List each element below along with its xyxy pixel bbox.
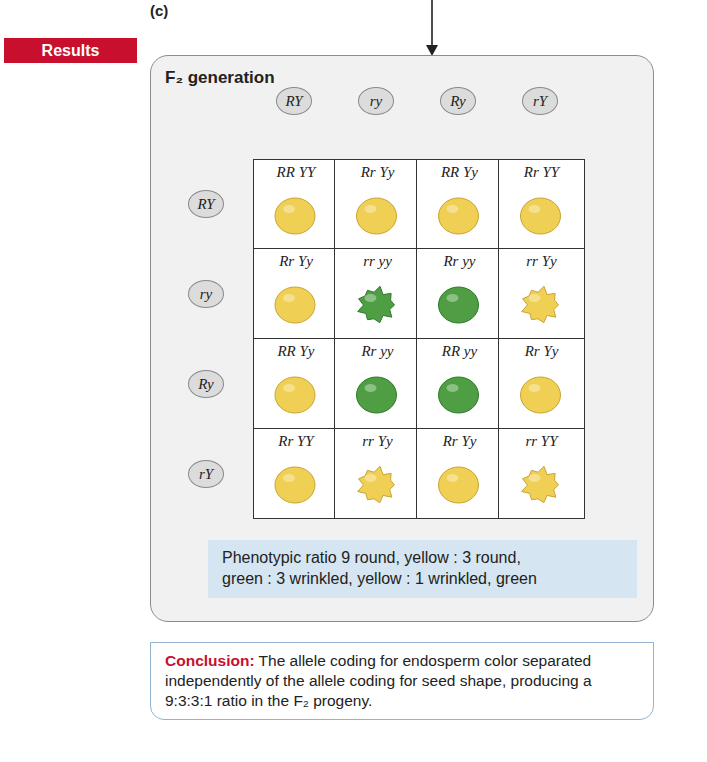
gamete-label: Ry <box>198 376 214 393</box>
punnett-cell: Rr YY <box>498 159 585 249</box>
genotype-text: Rr Yy <box>254 249 338 270</box>
punnett-cell: RR Yy <box>416 159 503 249</box>
gamete-label: ry <box>200 286 213 303</box>
genotype-text: rr Yy <box>335 429 420 450</box>
gamete-circle: rY <box>188 460 224 488</box>
panel-letter: (c) <box>150 2 168 19</box>
seed-highlight <box>365 384 377 392</box>
conclusion-text: Conclusion: The allele coding for endosp… <box>165 651 639 711</box>
punnett-cell: rr yy <box>334 248 421 339</box>
punnett-cell: Rr Yy <box>334 159 421 249</box>
gamete-label: RY <box>285 93 302 110</box>
seed-shape <box>275 377 315 413</box>
seed-highlight <box>529 294 541 302</box>
genotype-text: Rr Yy <box>499 339 584 360</box>
seed-shape <box>358 466 395 502</box>
genotype-text: RR yy <box>417 339 502 360</box>
punnett-cell: Rr YY <box>253 428 339 519</box>
conclusion-heading: Conclusion: <box>165 652 255 669</box>
seed-highlight <box>447 294 459 302</box>
punnett-cell: rr YY <box>498 428 585 519</box>
punnett-cell: Rr Yy <box>416 428 503 519</box>
genotype-text: rr YY <box>499 429 584 450</box>
seed-shape <box>522 286 559 322</box>
seed-highlight <box>529 205 541 213</box>
seed-shape <box>439 377 479 413</box>
seed-highlight <box>447 205 459 213</box>
seed-shape <box>275 287 315 323</box>
genotype-text: Rr yy <box>417 249 502 270</box>
tag-text: Results <box>42 42 100 60</box>
conclusion-box: Conclusion: The allele coding for endosp… <box>150 642 654 720</box>
punnett-cell: Rr yy <box>416 248 503 339</box>
punnett-cell: RR YY <box>253 159 339 249</box>
punnett-cell: Rr Yy <box>498 338 585 429</box>
genotype-text: RR YY <box>254 160 338 181</box>
seed-highlight <box>283 384 295 392</box>
punnett-cell: rr Yy <box>334 428 421 519</box>
punnett-cell: Rr Yy <box>253 248 339 339</box>
seed-shape <box>358 286 395 322</box>
seed-highlight <box>529 384 541 392</box>
seed-shape <box>521 198 561 234</box>
punnett-cell: RR Yy <box>253 338 339 429</box>
punnett-cell: Rr yy <box>334 338 421 429</box>
gamete-circle: ry <box>358 87 394 115</box>
section-tag: Results <box>4 38 137 63</box>
genotype-text: Rr yy <box>335 339 420 360</box>
punnett-cell: rr Yy <box>498 248 585 339</box>
panel-title: F₂ generation <box>165 68 275 88</box>
seed-highlight <box>365 474 377 482</box>
gamete-label: ry <box>370 93 383 110</box>
results-panel: F₂ generationRYryRyrYRYRR YYRr YyRR YyRr… <box>150 55 654 622</box>
seed-shape <box>357 198 397 234</box>
seed-highlight <box>447 474 459 482</box>
gamete-label: RY <box>197 196 214 213</box>
seed-highlight <box>365 294 377 302</box>
gamete-label: rY <box>199 466 213 483</box>
genotype-text: Rr YY <box>499 160 584 181</box>
gamete-circle: RY <box>276 87 312 115</box>
gamete-circle: Ry <box>440 87 476 115</box>
seed-highlight <box>283 205 295 213</box>
seed-shape <box>522 466 559 502</box>
genotype-text: Rr YY <box>254 429 338 450</box>
genotype-text: rr Yy <box>499 249 584 270</box>
seed-shape <box>521 377 561 413</box>
seed-shape <box>357 377 397 413</box>
genotype-text: rr yy <box>335 249 420 270</box>
seed-shape <box>275 198 315 234</box>
seed-highlight <box>529 474 541 482</box>
gamete-label: rY <box>533 93 547 110</box>
ratio-box: Phenotypic ratio 9 round, yellow : 3 rou… <box>208 540 637 598</box>
gamete-circle: Ry <box>188 370 224 398</box>
seed-highlight <box>447 384 459 392</box>
seed-shape <box>439 198 479 234</box>
gamete-circle: RY <box>188 190 224 218</box>
gamete-label: Ry <box>450 93 466 110</box>
ratio-text: Phenotypic ratio 9 round, yellow : 3 rou… <box>222 548 552 590</box>
gamete-circle: rY <box>522 87 558 115</box>
seed-shape <box>439 287 479 323</box>
genotype-text: RR Yy <box>417 160 502 181</box>
punnett-cell: RR yy <box>416 338 503 429</box>
seed-shape <box>439 467 479 503</box>
genotype-text: Rr Yy <box>335 160 420 181</box>
genotype-text: RR Yy <box>254 339 338 360</box>
flow-arrow-line <box>431 0 433 46</box>
gamete-circle: ry <box>188 280 224 308</box>
seed-highlight <box>365 205 377 213</box>
seed-highlight <box>283 474 295 482</box>
genotype-text: Rr Yy <box>417 429 502 450</box>
seed-shape <box>275 467 315 503</box>
seed-highlight <box>283 294 295 302</box>
